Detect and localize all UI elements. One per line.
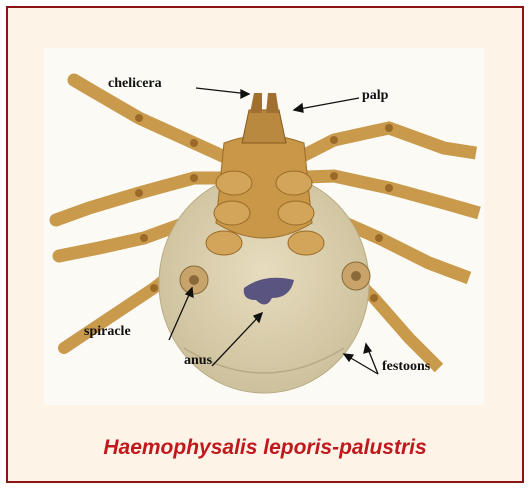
label-spiracle: spiracle — [84, 324, 131, 340]
tick-photo: chelicera palp spiracle anus festoons — [44, 48, 484, 405]
label-chelicera: chelicera — [108, 76, 162, 92]
tick-illustration — [44, 48, 484, 405]
species-caption: Haemophysalis leporis-palustris — [8, 436, 522, 460]
label-anus: anus — [184, 353, 212, 369]
label-palp: palp — [362, 88, 388, 104]
label-festoons: festoons — [382, 359, 430, 375]
figure-card: chelicera palp spiracle anus festoons Ha… — [6, 6, 524, 483]
